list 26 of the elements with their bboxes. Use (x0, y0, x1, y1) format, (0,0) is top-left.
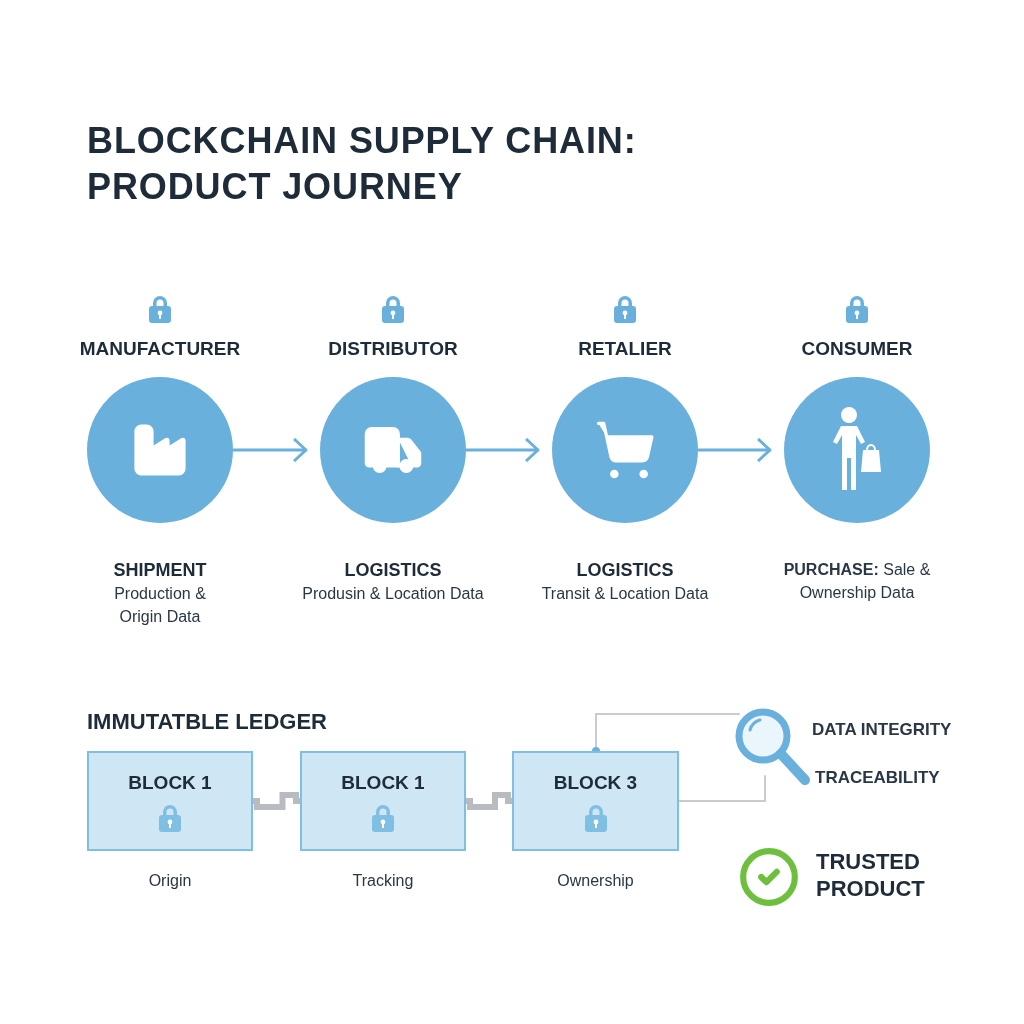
ledger-block (512, 751, 679, 851)
stage-description: Produsin & Location Data (302, 584, 484, 604)
stage-heading: CONSUMER (800, 337, 914, 361)
section-heading: IMMUTATBLE LEDGER (87, 708, 327, 736)
status-label: TRUSTED PRODUCT (816, 848, 926, 902)
stage-heading: MANUFACTURER (78, 337, 242, 361)
feature-label: TRACEABILITY (815, 767, 940, 789)
title: BLOCKCHAIN SUPPLY CHAIN: PRODUCT JOURNEY (87, 119, 638, 209)
stage-description: PURCHASE: Sale & Ownership Data (782, 560, 932, 603)
connector-line (678, 775, 766, 802)
stage-heading: DISTRIBUTOR (327, 337, 459, 361)
stage-description: Production & Origin Data (113, 584, 207, 627)
block-title: BLOCK 1 (128, 771, 212, 795)
feature-label: DATA INTEGRITY (812, 719, 952, 741)
block-caption: Origin (147, 871, 193, 891)
block-title: BLOCK 1 (341, 771, 425, 795)
stage-heading: RETALIER (577, 337, 673, 361)
block-caption: Ownership (556, 871, 635, 891)
stage-subheading: SHIPMENT (113, 559, 207, 582)
ledger-block (87, 751, 253, 851)
block-caption: Tracking (351, 871, 415, 891)
stage-description: Transit & Location Data (541, 584, 709, 604)
stage-subheading: LOGISTICS (344, 559, 442, 582)
stage-subheading: LOGISTICS (576, 559, 674, 582)
ledger-block (300, 751, 466, 851)
block-title: BLOCK 3 (553, 771, 638, 795)
